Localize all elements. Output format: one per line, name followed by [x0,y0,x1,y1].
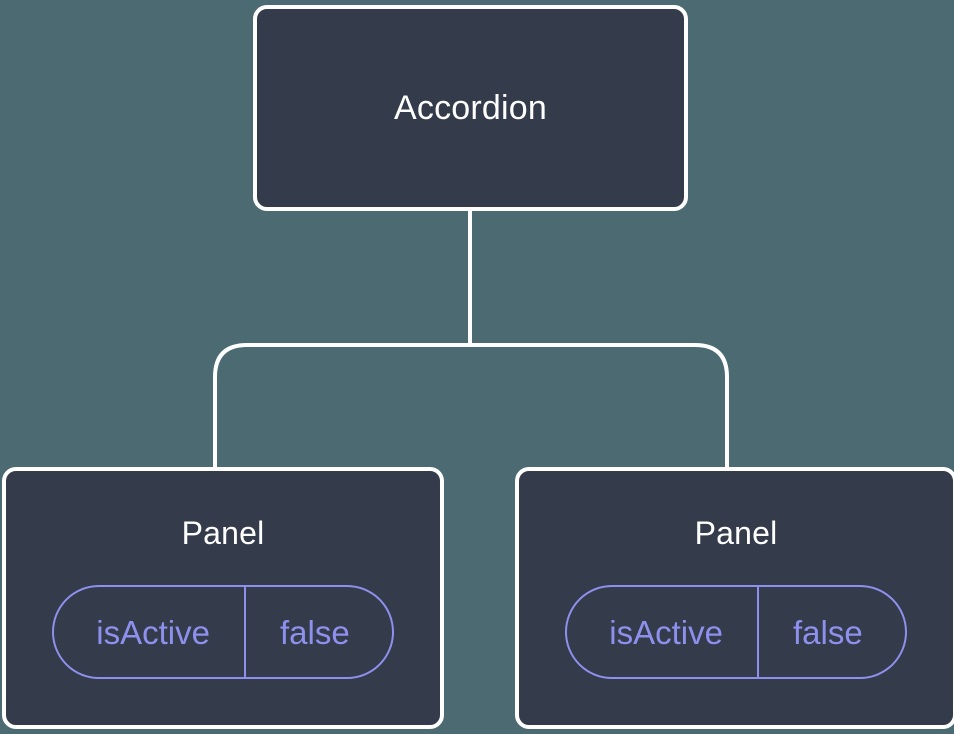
connector-branch-right [470,343,729,469]
connector-branch-left [213,343,470,469]
node-panel-2-title: Panel [694,515,778,551]
node-panel-1[interactable]: Panel isActive false [2,467,444,729]
state-badge-panel-2-value: false [792,613,863,651]
state-badge-panel-2[interactable]: isActive false [565,585,907,679]
node-accordion[interactable]: Accordion [253,5,688,211]
state-badge-panel-2-key: isActive [567,587,759,677]
state-badge-panel-1-key: isActive [54,587,246,677]
node-accordion-title: Accordion [394,89,547,127]
state-badge-panel-1[interactable]: isActive false [52,585,394,679]
node-panel-1-title: Panel [181,515,265,551]
state-badge-panel-1-value: false [279,613,350,651]
node-panel-2[interactable]: Panel isActive false [515,467,954,729]
